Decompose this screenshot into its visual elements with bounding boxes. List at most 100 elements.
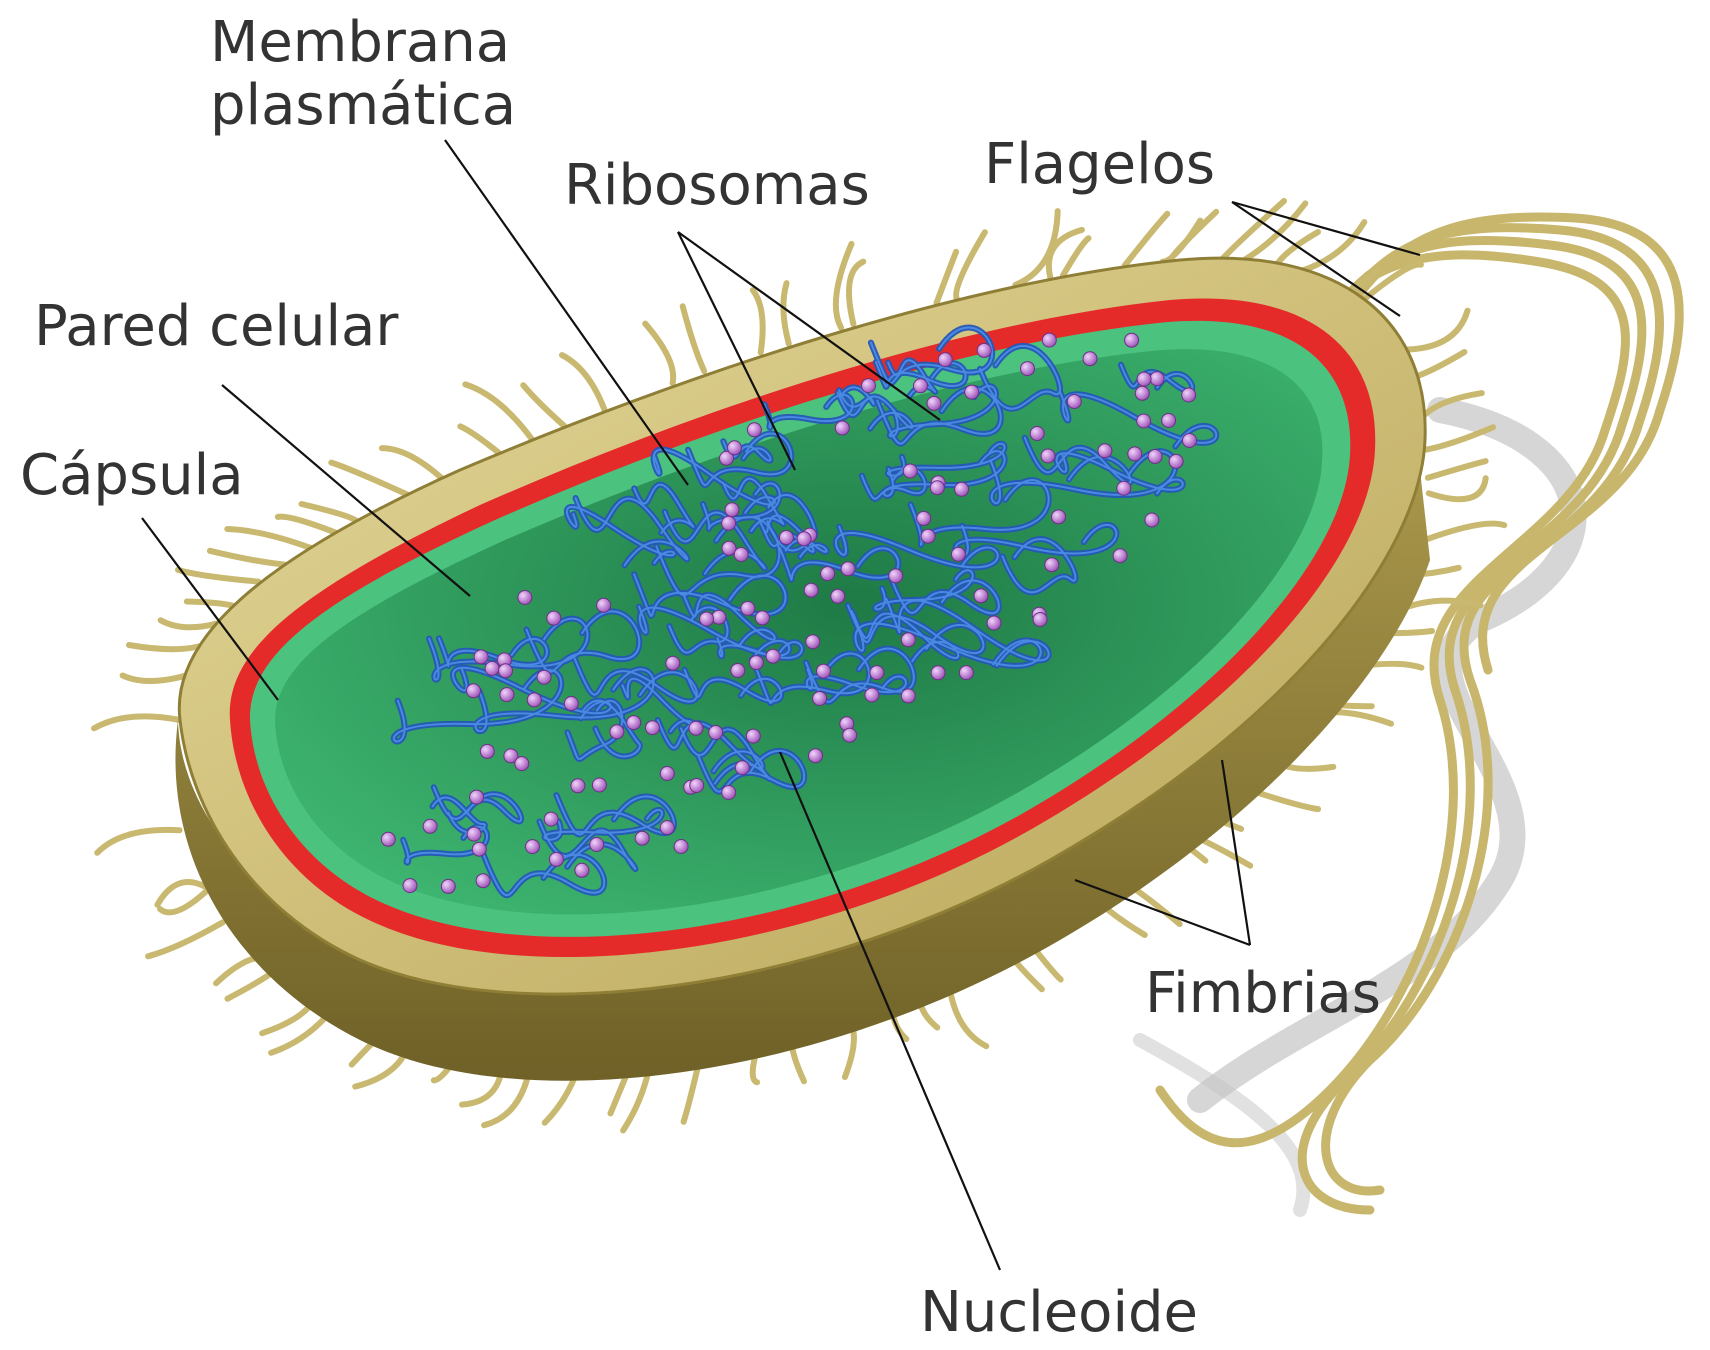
ribosome xyxy=(1033,613,1047,627)
ribosome xyxy=(1183,434,1197,448)
ribosome xyxy=(690,779,704,793)
ribosome xyxy=(1098,444,1112,458)
ribosome xyxy=(709,726,723,740)
label-nucleoide: Nucleoide xyxy=(920,1282,1198,1345)
ribosome xyxy=(921,529,935,543)
fimbria xyxy=(123,674,192,681)
ribosome xyxy=(870,666,884,680)
ribosome xyxy=(938,353,952,367)
ribosome xyxy=(741,601,755,615)
ribosome xyxy=(627,716,641,730)
ribosome xyxy=(472,842,486,856)
ribosome xyxy=(903,464,917,478)
ribosome xyxy=(865,688,879,702)
ribosome xyxy=(500,688,514,702)
fimbria xyxy=(331,463,409,496)
ribosome xyxy=(515,757,529,771)
fimbria xyxy=(227,529,311,548)
fimbria xyxy=(1171,212,1217,261)
ribosome xyxy=(959,666,973,680)
fimbria xyxy=(1063,238,1089,275)
ribosome xyxy=(666,656,680,670)
ribosome xyxy=(537,670,551,684)
ribosome xyxy=(1052,510,1066,524)
ribosome xyxy=(1113,549,1127,563)
fimbria xyxy=(783,283,788,344)
ribosome xyxy=(1145,513,1159,527)
ribosome xyxy=(441,879,455,893)
ribosome xyxy=(674,840,688,854)
fimbria xyxy=(97,830,179,853)
ribosome xyxy=(1137,414,1151,428)
ribosome xyxy=(467,684,481,698)
ribosome xyxy=(862,379,876,393)
ribosome xyxy=(1117,481,1131,495)
ribosome xyxy=(725,503,739,517)
ribosome xyxy=(889,569,903,583)
ribosome xyxy=(1137,372,1151,386)
ribosome xyxy=(797,532,811,546)
fimbria xyxy=(382,448,443,479)
ribosome xyxy=(728,441,742,455)
ribosome xyxy=(476,874,490,888)
ribosome xyxy=(470,790,484,804)
ribosome xyxy=(722,786,736,800)
ribosome xyxy=(747,423,761,437)
ribosome xyxy=(821,567,835,581)
ribosome xyxy=(499,664,513,678)
ribosome xyxy=(735,761,749,775)
ribosome xyxy=(1067,395,1081,409)
ribosome xyxy=(485,661,499,675)
ribosome xyxy=(955,482,969,496)
fimbria xyxy=(645,324,673,384)
ribosome xyxy=(547,611,561,625)
ribosome xyxy=(527,693,541,707)
fimbria xyxy=(1422,524,1505,542)
fimbria xyxy=(1429,478,1486,499)
ribosome xyxy=(1125,333,1139,347)
label-fimbrias: Fimbrias xyxy=(1145,963,1381,1026)
ribosome xyxy=(660,821,674,835)
fimbria xyxy=(178,570,258,582)
label-capsula: Cápsula xyxy=(20,445,244,508)
fimbria xyxy=(94,716,180,728)
ribosome xyxy=(564,697,578,711)
fimbria xyxy=(562,355,604,409)
fimbria xyxy=(187,602,234,607)
ribosome xyxy=(901,633,915,647)
fimbria xyxy=(1428,461,1486,478)
ribosome xyxy=(804,583,818,597)
ribosome xyxy=(712,610,726,624)
ribosome xyxy=(914,379,928,393)
ribosome xyxy=(1162,414,1176,428)
ribosome xyxy=(571,779,585,793)
ribosome xyxy=(549,852,563,866)
fimbria xyxy=(460,426,499,453)
ribosome xyxy=(749,656,763,670)
ribosome xyxy=(423,819,437,833)
ribosome xyxy=(817,664,831,678)
ribosome xyxy=(734,548,748,562)
ribosome xyxy=(610,725,624,739)
ribosome xyxy=(831,589,845,603)
label-membrana-plasmatica: Membrana plasmática xyxy=(210,12,516,137)
ribosome xyxy=(977,343,991,357)
ribosome xyxy=(917,511,931,525)
ribosome xyxy=(755,611,769,625)
ribosome xyxy=(526,840,540,854)
ribosome xyxy=(592,778,606,792)
ribosome xyxy=(766,649,780,663)
ribosome xyxy=(841,562,855,576)
label-flagelos: Flagelos xyxy=(984,134,1215,197)
ribosome xyxy=(930,481,944,495)
ribosome xyxy=(1042,333,1056,347)
label-membrana-line2: plasmática xyxy=(210,75,516,138)
fimbria xyxy=(849,262,863,325)
ribosome xyxy=(381,832,395,846)
fimbria xyxy=(148,922,223,956)
ribosome xyxy=(635,831,649,845)
ribosome xyxy=(974,589,988,603)
fimbria xyxy=(683,306,705,371)
ribosome xyxy=(1045,558,1059,572)
ribosome xyxy=(1128,447,1142,461)
